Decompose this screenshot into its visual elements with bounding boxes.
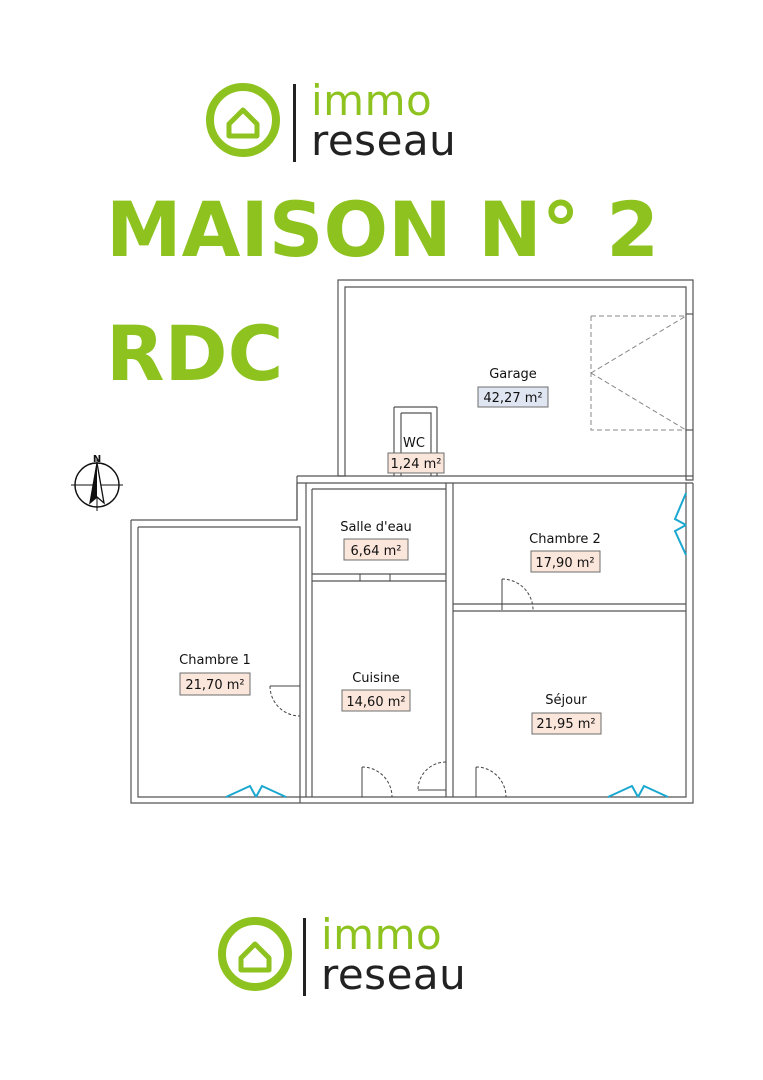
logo-top: immo reseau — [205, 76, 515, 167]
garage-door-dashed — [590, 315, 687, 431]
room-area-salle-deau: 6,64 m² — [351, 544, 402, 559]
room-name-salle-deau: Salle d'eau — [340, 520, 412, 535]
sejour-area-box — [531, 712, 602, 735]
door-salle-deau — [359, 574, 391, 581]
compass-north-label: N — [93, 454, 101, 465]
room-area-wc: 1,24 m² — [391, 457, 442, 472]
logo-word-reseau: reseau — [311, 116, 457, 165]
room-area-sejour: 21,95 m² — [536, 717, 595, 732]
room-name-sejour: Séjour — [545, 693, 587, 708]
window-chambre2 — [673, 492, 687, 556]
house-circle-icon — [206, 83, 280, 157]
room-area-garage: 42,27 m² — [483, 391, 542, 406]
wc-walls — [393, 406, 438, 476]
page-title: MAISON N° 2 — [106, 185, 660, 274]
chambre2-area-box — [530, 550, 601, 573]
room-name-wc: WC — [403, 436, 425, 451]
room-area-cuisine: 14,60 m² — [346, 695, 405, 710]
wc-area-box — [387, 452, 445, 474]
house-circle-icon — [218, 917, 292, 991]
logo-divider — [303, 918, 306, 996]
window-chambre1 — [225, 784, 287, 798]
logo-word-reseau: reseau — [321, 950, 467, 999]
logo-word-immo: immo — [321, 910, 443, 959]
room-area-chambre1: 21,70 m² — [185, 678, 244, 693]
logo-divider — [293, 84, 296, 162]
room-area-chambre2: 17,90 m² — [535, 556, 594, 571]
room-name-chambre2: Chambre 2 — [529, 532, 601, 547]
window-sejour — [607, 784, 669, 798]
cuisine-area-box — [341, 689, 411, 712]
logo-word-immo: immo — [311, 76, 433, 125]
salle-deau-area-box — [343, 538, 409, 561]
page-subtitle: RDC — [106, 309, 284, 398]
room-name-cuisine: Cuisine — [352, 671, 400, 686]
garage-area-box — [477, 386, 549, 408]
room-name-chambre1: Chambre 1 — [179, 653, 251, 668]
house-outer-walls — [130, 476, 694, 804]
compass-icon: N — [71, 454, 123, 511]
salle-deau-walls — [305, 483, 454, 797]
garage-walls — [337, 279, 694, 481]
chambre1-area-box — [179, 672, 251, 696]
room-name-garage: Garage — [489, 367, 537, 382]
logo-bottom: immo reseau — [217, 910, 527, 1001]
